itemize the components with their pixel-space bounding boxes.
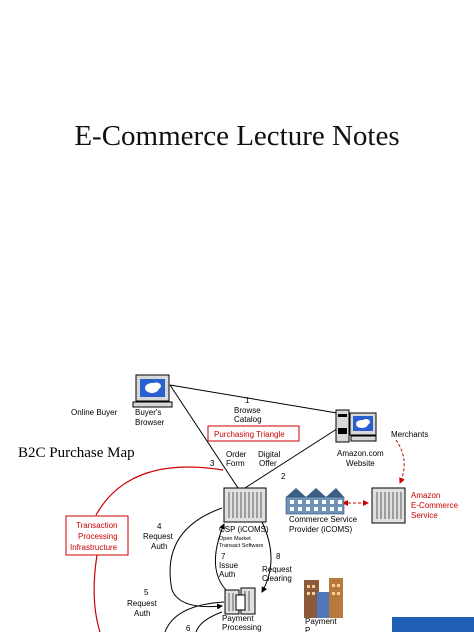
browse-catalog-label: Browse [234,406,261,415]
transaction-infra-label: Transaction [76,521,118,530]
step-7-number: 7 [221,552,226,561]
purchasing-triangle-label: Purchasing Triangle [214,430,285,439]
flow-arrow-8 [261,521,272,593]
payment-p-label-line2: P [305,626,310,632]
issue-auth-label: Issue [219,561,239,570]
buyers-browser-label-line2: Browser [135,418,165,427]
transaction-infra-label-line2: Processing [78,532,118,541]
purchasing-triangle-box [207,425,300,442]
digital-offer-label: Digital [258,450,280,459]
issue-auth-label-line2: Auth [219,570,235,579]
step-5-number: 5 [144,588,149,597]
amazon-service-label-line3: Service [411,511,438,520]
request-clearing-label: Request [262,565,293,574]
amazon-service-label-line2: E-Commerce [411,501,459,510]
request-auth-4-label: Request [143,532,174,541]
step-1-number: 1 [245,396,250,405]
flow-arrow-6 [195,611,223,632]
step-3-number: 3 [210,459,215,468]
open-market-label: Open Market [219,536,251,542]
server-icon [235,594,246,611]
flow-arrow-4 [169,507,223,610]
server-icon [223,487,267,523]
transaction-infra-label-line3: Infrastructure [70,543,118,552]
request-auth-5-label: Request [127,599,158,608]
purchasing-triangle-lines [169,384,344,489]
commerce-provider-label-line2: Provider (iCOMS) [289,525,352,534]
open-market-label-line2: Transact Software [219,543,263,549]
request-auth-5-label-line2: Auth [134,609,150,618]
corner-block [392,617,474,632]
buyers-browser-label: Buyer's [135,408,161,417]
infrastructure-curve-lower [93,554,101,632]
request-clearing-label-line2: Clearing [262,574,292,583]
server-icon [371,487,406,524]
flow-arrow-7 [214,523,229,593]
amazon-website-label-line2: Website [346,459,375,468]
request-auth-4-label-line2: Auth [151,542,167,551]
step-2-number: 2 [281,472,286,481]
step-6-number: 6 [186,624,191,632]
section-label: B2C Purchase Map [18,445,135,461]
infrastructure-curve [95,466,224,516]
building-icon [285,488,345,515]
computer-icon [132,374,173,408]
amazon-service-label: Amazon [411,491,440,500]
browse-catalog-label-line2: Catalog [234,415,262,424]
digital-offer-label-line2: Offer [259,459,277,468]
merchants-label: Merchants [391,430,428,439]
amazon-website-label: Amazon.com [337,449,384,458]
online-buyer-label: Online Buyer [71,408,118,417]
transaction-infra-box [65,515,129,556]
payment-processing-label: Payment [222,614,254,623]
step-4-number: 4 [157,522,162,531]
payment-p-label: Payment [305,617,337,626]
computer-icon [335,409,377,443]
flow-arrow-5 [164,601,225,632]
payment-processing-label-line2: Processing [222,623,262,632]
step-8-number: 8 [276,552,281,561]
csp-label: CSP (iCOMS) [219,525,269,534]
city-icon [304,578,343,618]
commerce-provider-label: Commerce Service [289,515,358,524]
merchant-service-arrow [395,439,405,484]
order-form-label: Order [226,450,247,459]
page-title: E-Commerce Lecture Notes [74,120,400,152]
order-form-label-line2: Form [226,459,245,468]
